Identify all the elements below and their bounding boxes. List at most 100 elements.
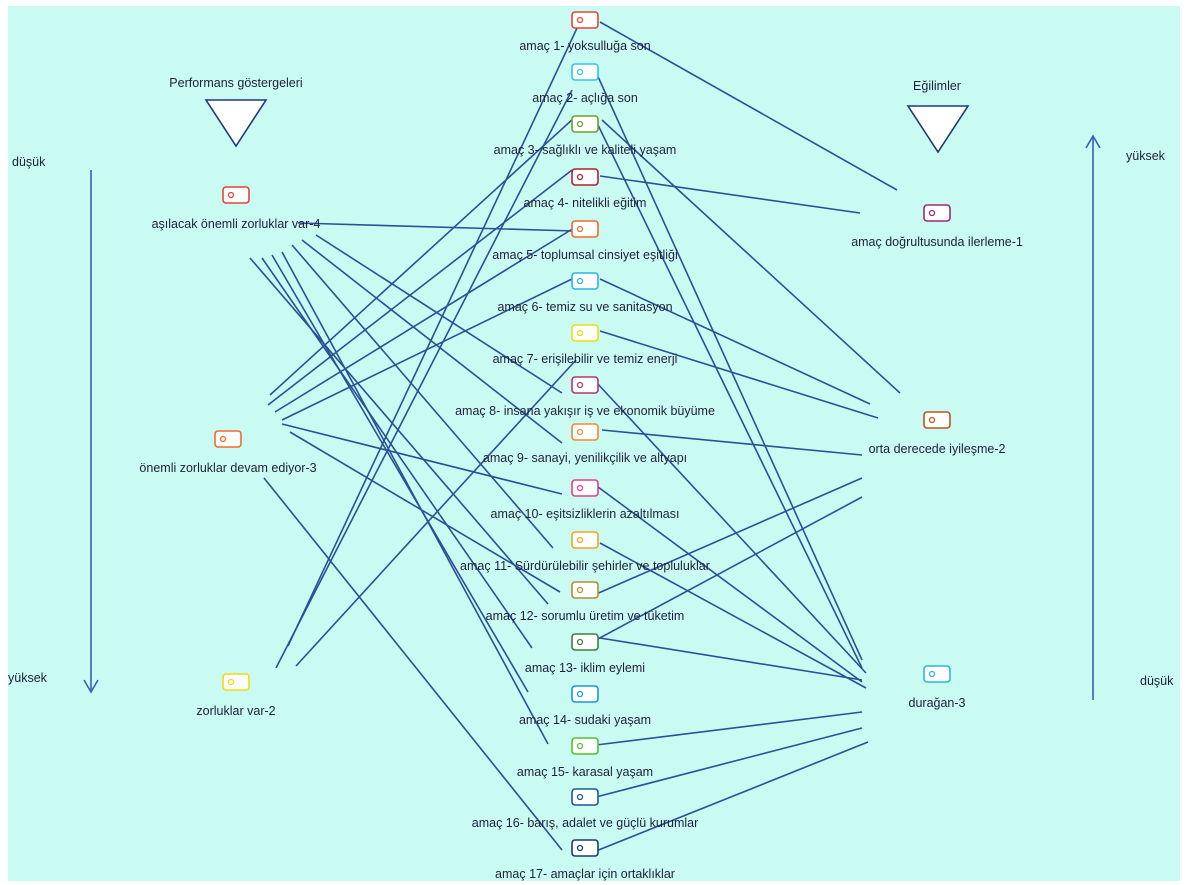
goal-label: amaç 2- açlığa son xyxy=(532,91,638,105)
goal-label: amaç 17- amaçlar için ortaklıklar xyxy=(495,867,675,881)
connection-line xyxy=(263,477,563,851)
trends-triangle-icon xyxy=(906,105,970,154)
tag-icon[interactable] xyxy=(222,673,250,691)
connection-line xyxy=(295,359,577,667)
connection-line xyxy=(595,711,863,746)
tag-icon[interactable] xyxy=(571,324,599,342)
goal-label: amaç 13- iklim eylemi xyxy=(525,661,645,675)
tag-icon[interactable] xyxy=(571,11,599,29)
tag-icon[interactable] xyxy=(571,168,599,186)
performance-indicator-label: aşılacak önemli zorluklar var-4 xyxy=(152,217,321,231)
connection-line xyxy=(597,124,863,669)
connection-line xyxy=(593,483,863,683)
connection-line xyxy=(601,119,901,394)
connection-line xyxy=(595,727,863,798)
trend-node[interactable]: durağan-3 xyxy=(909,665,966,710)
goal-label: amaç 15- karasal yaşam xyxy=(517,765,653,779)
tag-icon[interactable] xyxy=(571,220,599,238)
goal-node[interactable]: amaç 5- toplumsal cinsiyet eşitliği xyxy=(492,220,678,262)
goal-node[interactable]: amaç 13- iklim eylemi xyxy=(525,633,645,675)
goal-node[interactable]: amaç 7- erişilebilir ve temiz enerji xyxy=(493,324,678,366)
goal-node[interactable]: amaç 15- karasal yaşam xyxy=(517,737,653,779)
right-axis-top-label: yüksek xyxy=(1126,149,1166,163)
tag-icon[interactable] xyxy=(923,204,951,222)
connection-line xyxy=(281,251,549,745)
goal-node[interactable]: amaç 12- sorumlu üretim ve tüketim xyxy=(486,581,685,623)
nodes-layer: amaç 1- yoksulluğa son amaç 2- açlığa son… xyxy=(139,11,1023,881)
tag-icon[interactable] xyxy=(923,411,951,429)
connection-line xyxy=(289,431,561,593)
performance-indicator-node[interactable]: aşılacak önemli zorluklar var-4 xyxy=(152,186,321,231)
tag-icon[interactable] xyxy=(571,788,599,806)
connection-line xyxy=(267,169,573,406)
right-axis-bottom-label: düşük xyxy=(1140,674,1174,688)
left-axis-arrow-head-icon xyxy=(83,679,99,694)
goal-node[interactable]: amaç 8- insana yakışır iş ve ekonomik bü… xyxy=(455,376,715,418)
connection-line xyxy=(599,330,879,419)
goal-label: amaç 6- temiz su ve sanitasyon xyxy=(497,300,672,314)
goal-node[interactable]: amaç 2- açlığa son xyxy=(532,63,638,105)
connection-line xyxy=(595,496,863,641)
performance-indicator-node[interactable]: zorluklar var-2 xyxy=(196,673,276,718)
connection-line xyxy=(275,89,573,669)
connection-line xyxy=(315,234,563,394)
goal-label: amaç 11- Sürdürülebilir şehirler ve topl… xyxy=(460,559,710,573)
performance-indicator-node[interactable]: önemli zorluklar devam ediyor-3 xyxy=(139,430,317,475)
tag-icon[interactable] xyxy=(571,423,599,441)
connection-line xyxy=(274,227,575,413)
goal-node[interactable]: amaç 14- sudaki yaşam xyxy=(519,685,651,727)
connection-line xyxy=(249,257,549,605)
connection-line xyxy=(599,21,898,191)
tag-icon[interactable] xyxy=(571,839,599,857)
trend-node[interactable]: amaç doğrultusunda ilerleme-1 xyxy=(851,204,1023,249)
tag-icon[interactable] xyxy=(571,63,599,81)
performance-indicator-label: zorluklar var-2 xyxy=(196,704,275,718)
connection-line xyxy=(271,254,529,693)
connection-line xyxy=(287,25,579,647)
tag-icon[interactable] xyxy=(923,665,951,683)
goal-label: amaç 5- toplumsal cinsiyet eşitliği xyxy=(492,248,678,262)
tag-icon[interactable] xyxy=(571,115,599,133)
connection-line xyxy=(599,637,863,681)
connection-line xyxy=(594,69,863,661)
goal-label: amaç 3- sağlıklı ve kaliteli yaşam xyxy=(494,143,677,157)
goal-node[interactable]: amaç 17- amaçlar için ortaklıklar xyxy=(495,839,675,881)
connection-line xyxy=(593,477,863,596)
goal-node[interactable]: amaç 6- temiz su ve sanitasyon xyxy=(497,272,673,314)
goal-node[interactable]: amaç 9- sanayi, yenilikçilik ve altyapı xyxy=(483,423,687,465)
tag-icon[interactable] xyxy=(214,430,242,448)
trend-node[interactable]: orta derecede iyileşme-2 xyxy=(869,411,1006,456)
left-axis-bottom-label: yüksek xyxy=(8,671,48,685)
goal-node[interactable]: amaç 10- eşitsizliklerin azaltılması xyxy=(491,479,680,521)
goal-label: amaç 8- insana yakışır iş ve ekonomik bü… xyxy=(455,404,715,418)
goal-node[interactable]: amaç 1- yoksulluğa son xyxy=(519,11,651,53)
tag-icon[interactable] xyxy=(571,581,599,599)
tag-icon[interactable] xyxy=(571,376,599,394)
left-axis-top-label: düşük xyxy=(12,155,46,169)
tag-icon[interactable] xyxy=(571,633,599,651)
performance-indicators-header: Performans göstergeleri xyxy=(169,76,302,90)
connection-line xyxy=(281,423,563,495)
connection-line xyxy=(599,278,871,405)
performance-indicators-triangle-icon xyxy=(204,99,268,148)
trend-label: durağan-3 xyxy=(909,696,966,710)
tag-icon[interactable] xyxy=(571,479,599,497)
performance-indicator-label: önemli zorluklar devam ediyor-3 xyxy=(139,461,316,475)
tag-icon[interactable] xyxy=(222,186,250,204)
goal-node[interactable]: amaç 3- sağlıklı ve kaliteli yaşam xyxy=(494,115,677,157)
goal-node[interactable]: amaç 16- barış, adalet ve güçlü kurumlar xyxy=(472,788,699,830)
tag-icon[interactable] xyxy=(571,685,599,703)
trends-header: Eğilimler xyxy=(913,79,961,93)
goal-label: amaç 12- sorumlu üretim ve tüketim xyxy=(486,609,685,623)
connection-line xyxy=(297,222,575,232)
goal-node[interactable]: amaç 11- Sürdürülebilir şehirler ve topl… xyxy=(460,531,710,573)
goal-label: amaç 14- sudaki yaşam xyxy=(519,713,651,727)
goal-node[interactable]: amaç 4- nitelikli eğitim xyxy=(524,168,647,210)
tag-icon[interactable] xyxy=(571,272,599,290)
tag-icon[interactable] xyxy=(571,531,599,549)
trend-label: orta derecede iyileşme-2 xyxy=(869,442,1006,456)
right-axis-arrow-head-icon xyxy=(1085,134,1101,149)
tag-icon[interactable] xyxy=(571,737,599,755)
